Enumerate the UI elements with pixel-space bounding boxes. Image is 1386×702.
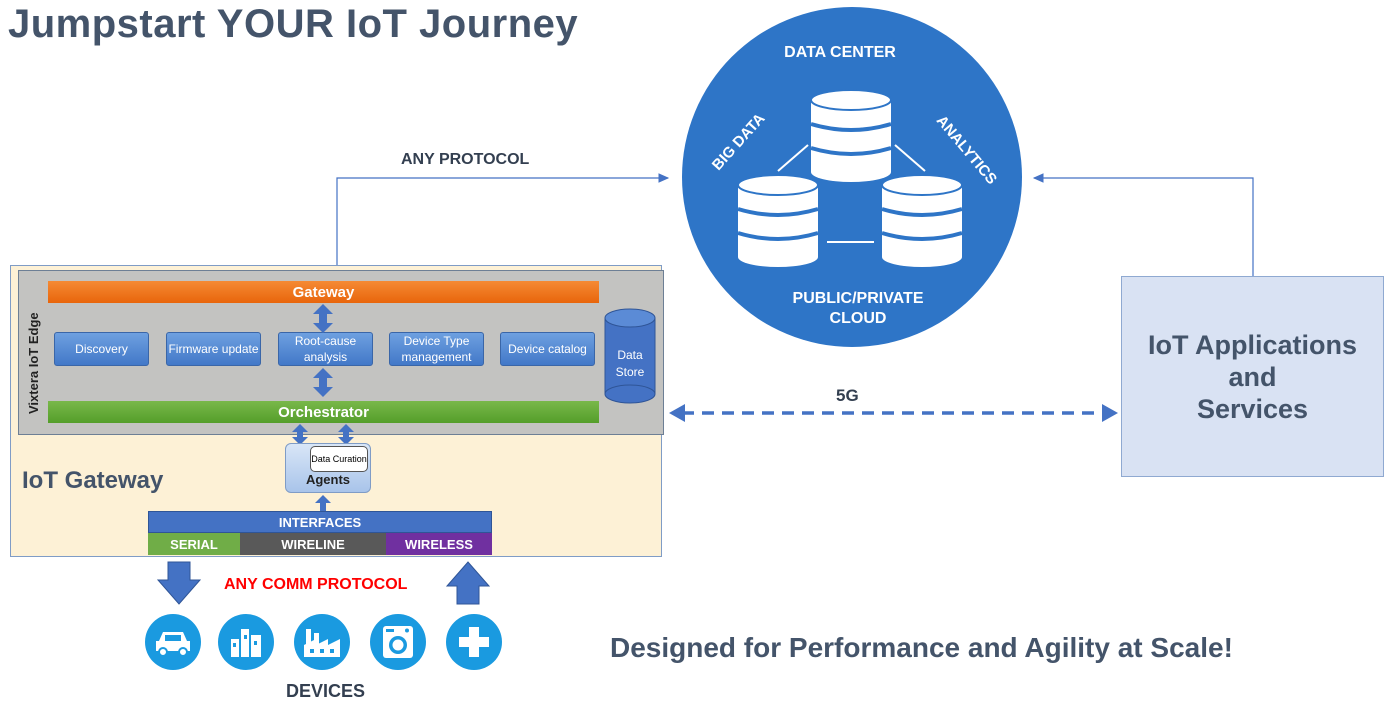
database-icon xyxy=(810,89,892,182)
apps-line-1: IoT Applications xyxy=(1148,329,1357,360)
data-curation-box: Data Curation xyxy=(310,446,368,472)
module-root-cause-analysis: Root-cause analysis xyxy=(278,332,373,366)
up-arrow-icon xyxy=(445,561,491,605)
car-icon xyxy=(145,614,201,670)
washing-machine-icon xyxy=(370,614,426,670)
device-arrows xyxy=(156,561,491,605)
apps-cloud-connector xyxy=(1032,173,1254,276)
down-arrow-icon xyxy=(156,561,202,605)
module-discovery: Discovery xyxy=(54,332,149,366)
link-5g-right-arrowhead xyxy=(1102,404,1118,422)
iot-applications-box: IoT Applications and Services xyxy=(1121,276,1384,477)
tagline: Designed for Performance and Agility at … xyxy=(610,632,1233,663)
any-protocol-connector xyxy=(336,173,670,265)
gateway-bar: Gateway xyxy=(48,281,599,303)
module-device-catalog: Device catalog xyxy=(500,332,595,366)
factory-icon xyxy=(218,614,274,670)
data-store-label-2: Store xyxy=(616,365,645,379)
industrial-plant-icon xyxy=(294,614,350,670)
edge-internal-arrows xyxy=(292,304,354,511)
medical-cross-icon xyxy=(446,614,502,670)
module-device-type-management: Device Type management xyxy=(389,332,484,366)
module-firmware-update: Firmware update xyxy=(166,332,261,366)
interface-wireline: WIRELINE xyxy=(240,533,386,555)
cloud-bottom-label-2: CLOUD xyxy=(830,310,887,327)
data-store-cylinder: Data Store xyxy=(604,308,656,404)
interfaces-bar: INTERFACES xyxy=(148,511,492,533)
cloud-bottom-label-1: PUBLIC/PRIVATE xyxy=(793,290,924,307)
cloud-top-label: DATA CENTER xyxy=(784,44,896,61)
interface-wireless: WIRELESS xyxy=(386,533,492,555)
data-store-label-1: Data xyxy=(617,348,643,362)
iot-gateway-label: IoT Gateway xyxy=(22,467,164,494)
any-comm-protocol-label: ANY COMM PROTOCOL xyxy=(224,576,408,593)
apps-line-2: and xyxy=(1228,361,1277,392)
cloud-data-center: DATA CENTER BIG DATA ANALYTICS PUBLIC/PR… xyxy=(682,7,1022,347)
any-protocol-label: ANY PROTOCOL xyxy=(401,151,530,168)
link-5g-left-arrowhead xyxy=(669,404,685,422)
database-icon xyxy=(881,174,963,267)
agents-label: Agents xyxy=(305,472,351,487)
apps-line-3: Services xyxy=(1196,393,1309,424)
orchestrator-bar: Orchestrator xyxy=(48,401,599,423)
interface-serial: SERIAL xyxy=(148,533,240,555)
link-5g-label: 5G xyxy=(836,386,859,405)
page-title: Jumpstart YOUR IoT Journey xyxy=(8,2,579,46)
database-icon xyxy=(737,174,819,267)
devices-label: DEVICES xyxy=(286,681,366,701)
